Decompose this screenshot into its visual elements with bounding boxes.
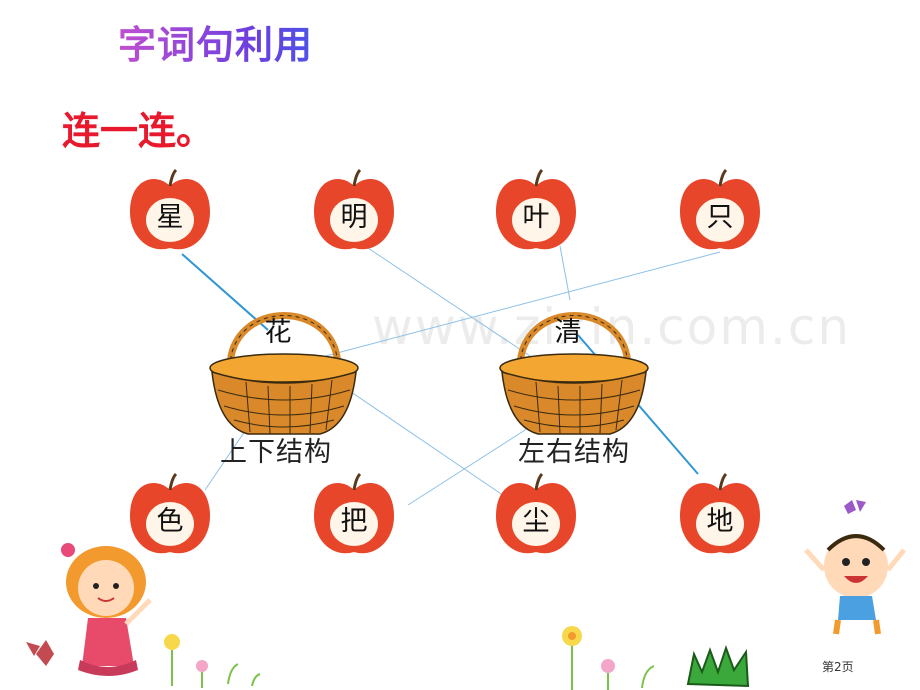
basket-caption-left: 上下结构 xyxy=(220,437,332,468)
apple-top-3[interactable]: 叶 xyxy=(492,168,580,254)
apple-top-4[interactable]: 只 xyxy=(676,168,764,254)
apple-top-2[interactable]: 明 xyxy=(310,168,398,254)
basket-caption-right: 左右结构 xyxy=(518,437,630,468)
apple-bottom-2[interactable]: 把 xyxy=(310,472,398,558)
apple-char: 色 xyxy=(156,506,184,537)
apple-bottom-3[interactable]: 尘 xyxy=(492,472,580,558)
flowers-right-icon xyxy=(562,626,750,690)
apple-top-1[interactable]: 星 xyxy=(126,168,214,254)
apple-icon xyxy=(680,472,760,554)
line-ye-qing xyxy=(559,245,571,301)
line-ming-basket2 xyxy=(364,245,549,369)
slide-title: 字词句利用 xyxy=(118,14,313,69)
apple-icon xyxy=(680,168,760,250)
basket-char: 清 xyxy=(554,317,582,348)
apple-bottom-1[interactable]: 色 xyxy=(126,472,214,558)
basket-left[interactable]: 花 xyxy=(206,298,362,448)
page-number: 第2页 xyxy=(822,660,854,674)
apple-char: 明 xyxy=(340,202,368,233)
apple-char: 星 xyxy=(156,202,184,233)
line-xing-hua xyxy=(181,253,269,331)
apple-icon xyxy=(496,168,576,250)
basket-icon xyxy=(209,312,359,435)
apple-char: 只 xyxy=(706,202,734,233)
apple-char: 把 xyxy=(340,506,368,537)
apple-icon xyxy=(130,168,210,250)
boy-illustration-icon xyxy=(804,500,906,635)
apple-icon xyxy=(130,472,210,554)
instruction-text: 连一连。 xyxy=(62,109,215,153)
apple-char: 地 xyxy=(706,506,734,537)
line-zhi-basket1 xyxy=(317,251,721,359)
apple-bottom-4[interactable]: 地 xyxy=(676,472,764,558)
basket-icon xyxy=(499,312,649,435)
apple-icon xyxy=(314,168,394,250)
girl-illustration-icon xyxy=(26,543,152,676)
apple-char: 尘 xyxy=(522,506,550,537)
basket-char: 花 xyxy=(264,317,292,348)
flowers-left-icon xyxy=(164,634,261,688)
apple-char: 叶 xyxy=(522,202,550,233)
apple-icon xyxy=(496,472,576,554)
basket-right[interactable]: 清 xyxy=(496,298,652,448)
apple-icon xyxy=(314,472,394,554)
